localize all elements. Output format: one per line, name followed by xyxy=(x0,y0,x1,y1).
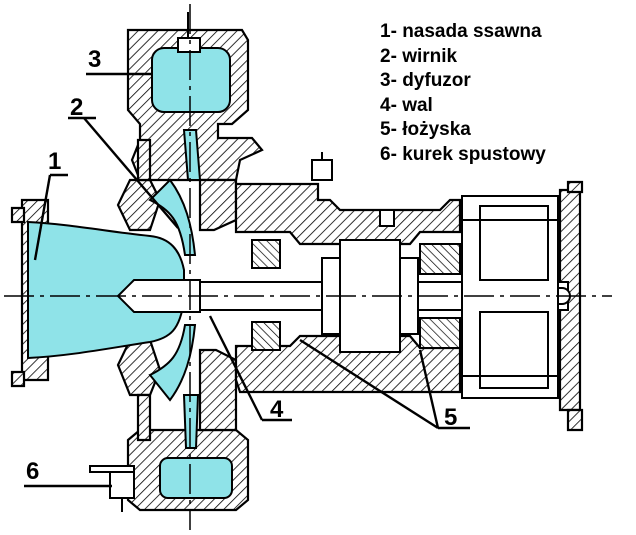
legend-item-label: kurek spustowy xyxy=(402,143,546,165)
leader-1-arrow xyxy=(33,174,52,261)
legend-item-label: łożyska xyxy=(402,119,471,140)
legend-item: 5- łożyska xyxy=(380,118,546,143)
legend-item-number: 3- xyxy=(380,70,397,91)
leader-lines xyxy=(24,72,470,488)
legend-item: 6- kurek spustowy xyxy=(380,143,546,168)
legend-item-number: 2- xyxy=(380,45,397,67)
leader-4-arrow xyxy=(208,315,264,421)
legend-item: 3- dyfuzor xyxy=(380,69,546,94)
leader-5-arrow-a xyxy=(299,338,439,430)
leader-5-arrow-b xyxy=(418,349,440,429)
callout-4: 4 xyxy=(270,396,284,423)
legend-item-number: 6- xyxy=(380,143,397,165)
center-lines xyxy=(4,4,612,530)
callout-3: 3 xyxy=(88,46,102,73)
legend-item-label: dyfuzor xyxy=(402,70,471,91)
legend-item: 2- wirnik xyxy=(380,45,546,70)
legend-item-number: 5- xyxy=(380,119,397,140)
fluid-passages xyxy=(27,47,233,499)
legend-item: 4- wal xyxy=(380,94,546,119)
legend-item-label: wirnik xyxy=(402,45,458,67)
leader-2-arrow xyxy=(83,117,179,229)
callout-5: 5 xyxy=(444,404,458,431)
legend-item-label: wal xyxy=(402,94,433,116)
callout-2: 2 xyxy=(70,94,84,121)
legend-item: 1- nasada ssawna xyxy=(380,20,546,45)
callout-6: 6 xyxy=(26,458,40,485)
callout-1: 1 xyxy=(48,148,62,175)
legend-item-number: 1- xyxy=(380,21,397,42)
parts-legend: 1- nasada ssawna 2- wirnik 3- dyfuzor 4-… xyxy=(380,20,546,167)
legend-item-label: nasada ssawna xyxy=(402,21,542,42)
legend-item-number: 4- xyxy=(380,94,397,116)
